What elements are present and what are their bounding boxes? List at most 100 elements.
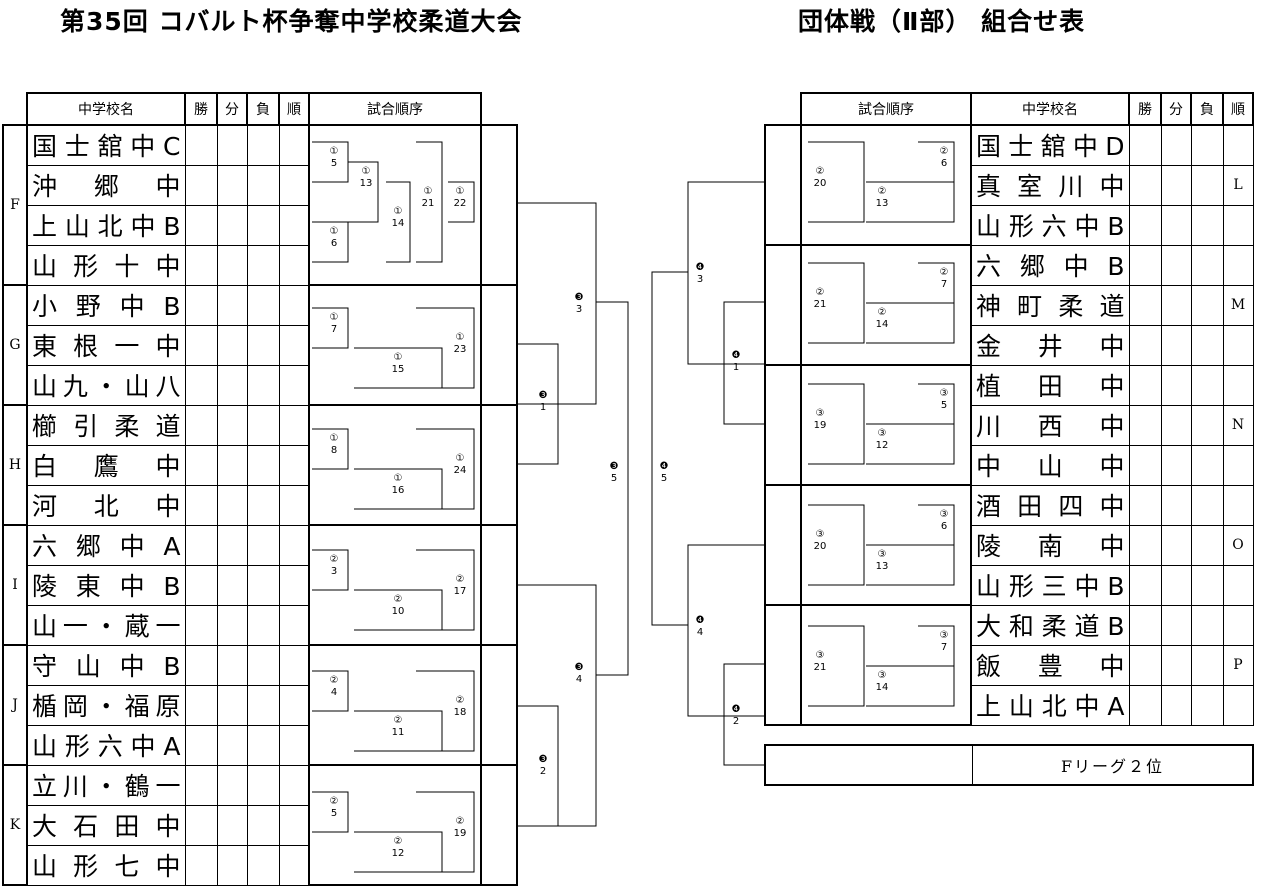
result-cell bbox=[184, 324, 218, 366]
match-number: 7 bbox=[330, 324, 338, 335]
match-mark: ② bbox=[393, 836, 403, 847]
bracket-line bbox=[866, 302, 955, 344]
school-name: 川 西 中 bbox=[970, 404, 1130, 446]
school-name: 白 鷹 中 bbox=[26, 444, 186, 486]
header-win-right: 勝 bbox=[1128, 92, 1162, 126]
match-order-cell bbox=[308, 124, 482, 286]
match-number: 13 bbox=[359, 178, 373, 189]
result-cell bbox=[1160, 444, 1192, 486]
page-title-right: 団体戦（Ⅱ部） 組合せ表 bbox=[798, 7, 1086, 36]
match-mark: ❸ bbox=[574, 662, 584, 673]
bracket-line bbox=[312, 791, 349, 833]
school-name: 上山北中A bbox=[970, 684, 1130, 726]
bracket-entry-cell bbox=[764, 604, 802, 726]
league-label: H bbox=[2, 404, 28, 526]
result-cell bbox=[246, 324, 280, 366]
match-number: 6 bbox=[330, 238, 338, 249]
match-number: 19 bbox=[453, 828, 467, 839]
result-cell bbox=[216, 724, 248, 766]
match-number: 6 bbox=[940, 521, 948, 532]
result-cell bbox=[1160, 284, 1192, 326]
result-cell bbox=[278, 724, 310, 766]
result-cell bbox=[1190, 604, 1224, 646]
bottom-note: Fリーグ２位 bbox=[972, 746, 1252, 784]
match-mark: ① bbox=[329, 433, 339, 444]
result-cell bbox=[246, 404, 280, 446]
match-number: 19 bbox=[813, 420, 827, 431]
match-number: 21 bbox=[813, 662, 827, 673]
match-number: 7 bbox=[940, 279, 948, 290]
bracket-line bbox=[354, 831, 443, 873]
bottom-box: Fリーグ２位 bbox=[764, 744, 1254, 786]
match-number: 10 bbox=[391, 606, 405, 617]
bracket-line bbox=[808, 625, 865, 707]
match-mark: ❹ bbox=[731, 704, 741, 715]
match-mark: ❹ bbox=[659, 461, 669, 472]
school-name: 山九・山八 bbox=[26, 364, 186, 406]
header-loss-left: 負 bbox=[246, 92, 280, 126]
school-name: 陵 南 中 bbox=[970, 524, 1130, 566]
match-mark: ③ bbox=[877, 670, 887, 681]
match-mark: ① bbox=[455, 332, 465, 343]
match-mark: ❹ bbox=[695, 615, 705, 626]
match-number: 21 bbox=[421, 198, 435, 209]
result-cell bbox=[278, 364, 310, 406]
match-number: 14 bbox=[875, 682, 889, 693]
match-mark: ② bbox=[393, 594, 403, 605]
match-number: 2 bbox=[732, 716, 740, 727]
result-cell bbox=[184, 804, 218, 846]
match-number: 5 bbox=[330, 808, 338, 819]
school-name: 飯 豊 中 bbox=[970, 644, 1130, 686]
school-name: 真室川中 bbox=[970, 164, 1130, 206]
league-label: F bbox=[2, 124, 28, 286]
match-mark: ② bbox=[877, 186, 887, 197]
result-cell bbox=[1160, 644, 1192, 686]
school-name: 大石田中 bbox=[26, 804, 186, 846]
bracket-line bbox=[416, 141, 443, 263]
header-rank-left: 順 bbox=[278, 92, 310, 126]
match-mark: ② bbox=[393, 715, 403, 726]
match-order-cell bbox=[308, 404, 482, 526]
match-number: 5 bbox=[940, 400, 948, 411]
match-mark: ③ bbox=[939, 630, 949, 641]
bracket-line bbox=[596, 301, 629, 676]
match-number: 3 bbox=[696, 274, 704, 285]
match-number: 2 bbox=[539, 766, 547, 777]
match-number: 16 bbox=[391, 485, 405, 496]
result-cell bbox=[278, 164, 310, 206]
school-name: 山形十中 bbox=[26, 244, 186, 286]
league-label: I bbox=[2, 524, 28, 646]
header-draw-left: 分 bbox=[216, 92, 248, 126]
match-number: 20 bbox=[813, 541, 827, 552]
result-cell bbox=[246, 564, 280, 606]
bracket-line bbox=[808, 141, 865, 223]
bracket-line bbox=[651, 271, 688, 626]
match-mark: ② bbox=[329, 554, 339, 565]
match-number: 5 bbox=[330, 158, 338, 169]
result-cell bbox=[246, 164, 280, 206]
match-number: 3 bbox=[575, 304, 583, 315]
result-cell bbox=[278, 244, 310, 286]
school-name: 立川・鶴一 bbox=[26, 764, 186, 806]
match-mark: ❹ bbox=[731, 350, 741, 361]
bracket-line bbox=[687, 544, 764, 717]
bracket-line bbox=[354, 347, 443, 389]
result-cell bbox=[1222, 324, 1254, 366]
result-cell bbox=[246, 604, 280, 646]
